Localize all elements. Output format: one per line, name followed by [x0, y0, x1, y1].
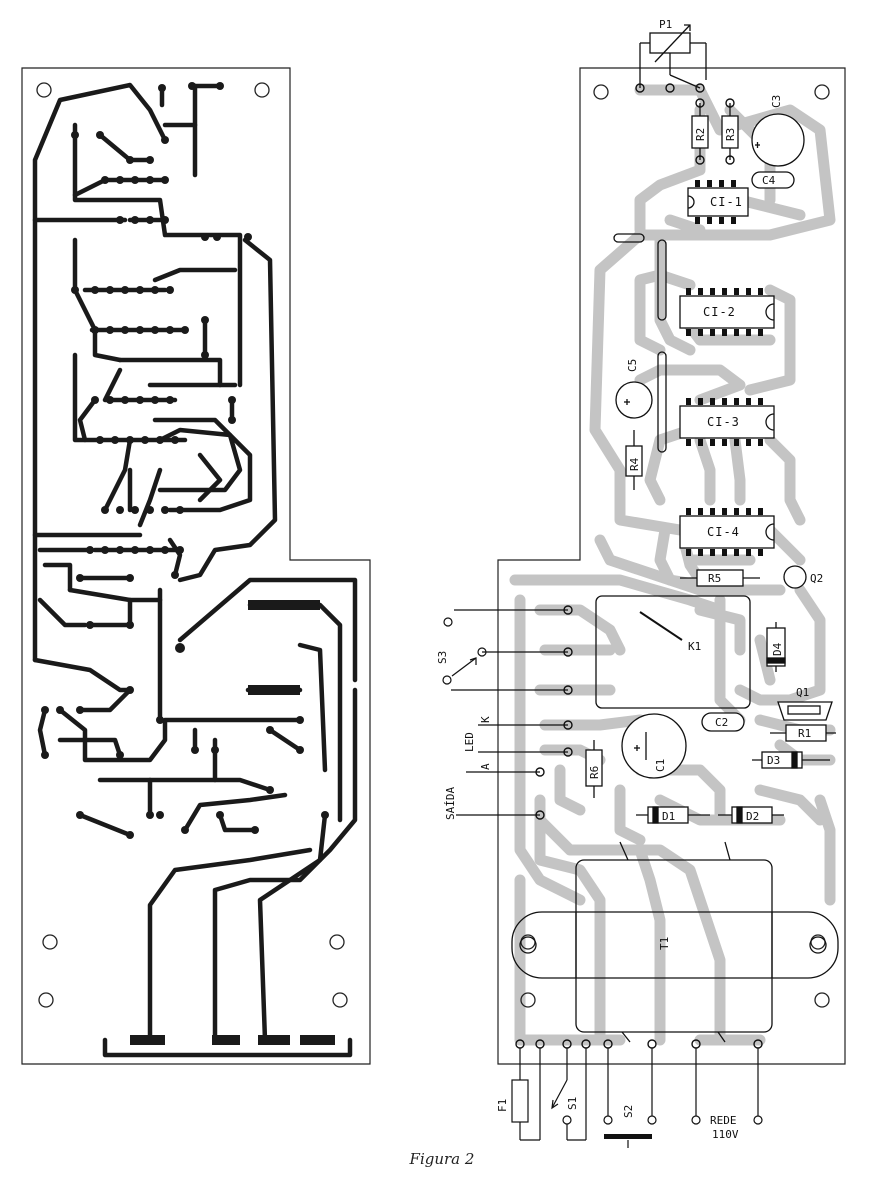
label-rede: REDE	[710, 1114, 737, 1127]
label-d2: D2	[746, 810, 759, 823]
mounting-holes-left	[36, 82, 348, 1008]
d2-diode	[718, 806, 784, 824]
p1-potentiometer	[639, 24, 707, 89]
figure-caption: Figura 2	[409, 1150, 475, 1168]
c3-capacitor	[751, 113, 805, 167]
r2-resistor	[691, 103, 709, 160]
jumpers	[613, 233, 667, 453]
ci3-ic	[679, 405, 775, 439]
label-r4: R4	[628, 457, 641, 471]
board-outline-left	[21, 67, 371, 1065]
label-d1: D1	[662, 810, 675, 823]
label-d4: D4	[771, 642, 784, 656]
ci4-pins	[686, 508, 763, 556]
label-c3: C3	[770, 95, 783, 108]
pcb-copper-side	[21, 67, 371, 1065]
ci2-pins	[686, 288, 763, 336]
label-c2: C2	[715, 716, 728, 729]
ci2-ic	[679, 295, 775, 329]
label-ci3: CI-3	[707, 415, 740, 429]
label-s3: S3	[436, 651, 449, 664]
label-r3: R3	[724, 128, 737, 141]
r4-resistor	[625, 430, 643, 490]
external-wiring	[442, 609, 568, 816]
label-q1: Q1	[796, 686, 809, 699]
r5-resistor	[680, 569, 760, 587]
k1-relay	[595, 595, 751, 709]
label-ci2: CI-2	[703, 305, 736, 319]
r6-resistor	[585, 740, 603, 798]
label-p1: P1	[659, 18, 672, 31]
label-t1: T1	[658, 937, 671, 950]
q2-transistor	[783, 565, 807, 589]
label-d3: D3	[767, 754, 780, 767]
label-s1: S1	[566, 1097, 579, 1110]
ci1-pins	[695, 180, 736, 224]
r3-resistor	[721, 103, 739, 160]
label-r2: R2	[694, 128, 707, 141]
d4-diode	[766, 622, 786, 672]
t1-transformer	[511, 841, 839, 1043]
label-r5: R5	[708, 572, 721, 585]
c2-capacitor	[701, 712, 745, 732]
d1-diode	[636, 806, 710, 824]
label-r6: R6	[588, 766, 601, 779]
label-ci1: CI-1	[710, 195, 743, 209]
copper-pads-wide	[130, 600, 335, 1045]
ci3-pins	[686, 398, 763, 446]
label-r1: R1	[798, 727, 811, 740]
c5-capacitor	[615, 381, 653, 419]
label-110v: 110V	[712, 1128, 739, 1141]
label-c4: C4	[762, 174, 776, 187]
r1-resistor	[770, 724, 836, 742]
c4-capacitor	[751, 171, 795, 189]
label-q2: Q2	[810, 572, 823, 585]
label-a: A	[479, 763, 492, 770]
label-k1: K1	[688, 640, 701, 653]
s2-switch-bar	[604, 1134, 652, 1139]
d3-diode	[752, 751, 830, 769]
bottom-wiring	[511, 1048, 763, 1148]
label-c5: C5	[626, 359, 639, 372]
label-ci4: CI-4	[707, 525, 740, 539]
q1-transistor	[777, 701, 833, 721]
label-saida: SAÍDA	[444, 787, 457, 820]
label-c1: C1	[654, 759, 667, 772]
pads-left	[41, 82, 329, 839]
pcb-component-side: P1 R2 R3 C3 C4 CI-1	[436, 18, 846, 1148]
label-f1: F1	[496, 1099, 509, 1112]
label-led: LED	[463, 732, 476, 752]
label-s2: S2	[622, 1105, 635, 1118]
c1-capacitor	[621, 713, 687, 779]
label-k: K	[479, 716, 492, 723]
ci4-ic	[679, 515, 775, 549]
ci1-ic	[687, 187, 749, 217]
